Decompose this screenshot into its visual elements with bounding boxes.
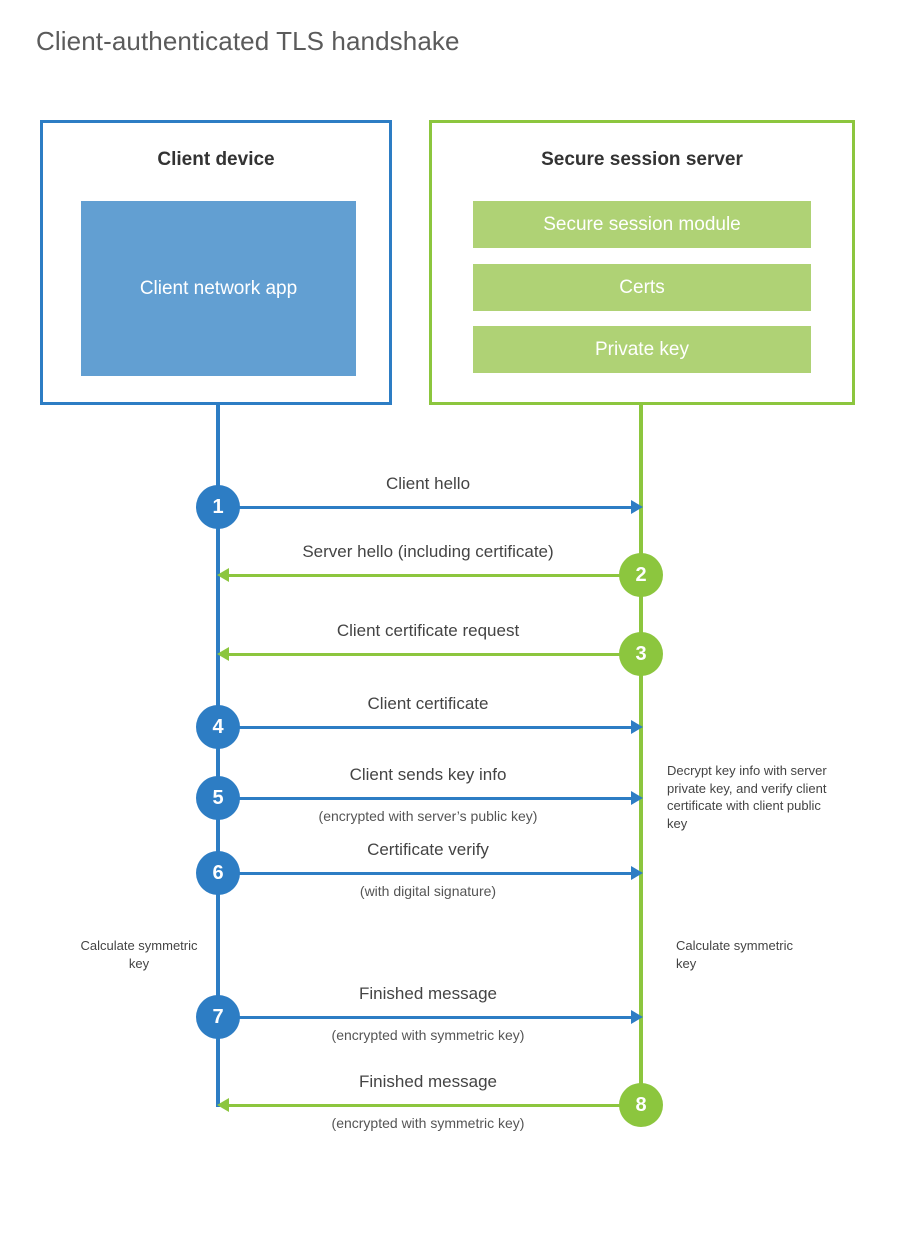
step-badge-5[interactable]: 5	[196, 776, 240, 820]
message-label-8: Finished message	[359, 1072, 497, 1091]
step-badge-8[interactable]: 8	[619, 1083, 663, 1127]
step-badge-1[interactable]: 1	[196, 485, 240, 529]
message-arrow-line-6	[218, 872, 633, 875]
message-label-5: Client sends key info	[349, 765, 507, 784]
server-module-private-key: Private key	[473, 326, 811, 373]
step-badge-6[interactable]: 6	[196, 851, 240, 895]
message-arrow-line-1	[218, 506, 633, 509]
step-badge-2[interactable]: 2	[619, 553, 663, 597]
arrow-head-left-icon	[217, 568, 229, 582]
arrow-head-right-icon	[631, 1010, 643, 1024]
message-arrow-line-8	[224, 1104, 639, 1107]
message-arrow-line-2	[224, 574, 639, 577]
secure-session-server-title: Secure session server	[541, 149, 743, 170]
message-label-3: Client certificate request	[336, 621, 520, 640]
message-arrow-line-3	[224, 653, 639, 656]
message-sublabel-8: (encrypted with symmetric key)	[331, 1115, 525, 1131]
arrow-head-right-icon	[631, 720, 643, 734]
arrow-head-right-icon	[631, 791, 643, 805]
message-label-1: Client hello	[385, 474, 471, 493]
arrow-head-right-icon	[631, 866, 643, 880]
step-badge-7[interactable]: 7	[196, 995, 240, 1039]
message-sublabel-7: (encrypted with symmetric key)	[331, 1027, 525, 1043]
arrow-head-right-icon	[631, 500, 643, 514]
server-decrypt-note: Decrypt key info with server private key…	[667, 763, 827, 831]
arrow-head-left-icon	[217, 647, 229, 661]
message-label-7: Finished message	[359, 984, 497, 1003]
message-arrow-line-4	[218, 726, 633, 729]
arrow-head-left-icon	[217, 1098, 229, 1112]
secure-session-server-box: Secure session server Secure session mod…	[429, 120, 855, 405]
message-sublabel-5: (encrypted with server’s public key)	[318, 808, 538, 824]
server-module-certs: Certs	[473, 264, 811, 311]
message-label-2: Server hello (including certificate)	[302, 542, 554, 561]
message-label-6: Certificate verify	[367, 840, 489, 859]
page-title: Client-authenticated TLS handshake	[36, 26, 460, 56]
server-calculate-symmetric-key-note: Calculate symmetric key	[676, 938, 794, 971]
client-calculate-symmetric-key-note: Calculate symmetric key	[80, 938, 198, 971]
message-label-4: Client certificate	[367, 694, 489, 713]
step-badge-4[interactable]: 4	[196, 705, 240, 749]
client-lifeline	[216, 405, 220, 1107]
client-device-title: Client device	[157, 149, 275, 170]
server-lifeline	[639, 405, 643, 1107]
message-arrow-line-7	[218, 1016, 633, 1019]
server-module-secure-session-module: Secure session module	[473, 201, 811, 248]
client-network-app-block: Client network app	[81, 201, 356, 376]
client-device-box: Client device Client network app	[40, 120, 392, 405]
message-sublabel-6: (with digital signature)	[359, 883, 497, 899]
message-arrow-line-5	[218, 797, 633, 800]
step-badge-3[interactable]: 3	[619, 632, 663, 676]
